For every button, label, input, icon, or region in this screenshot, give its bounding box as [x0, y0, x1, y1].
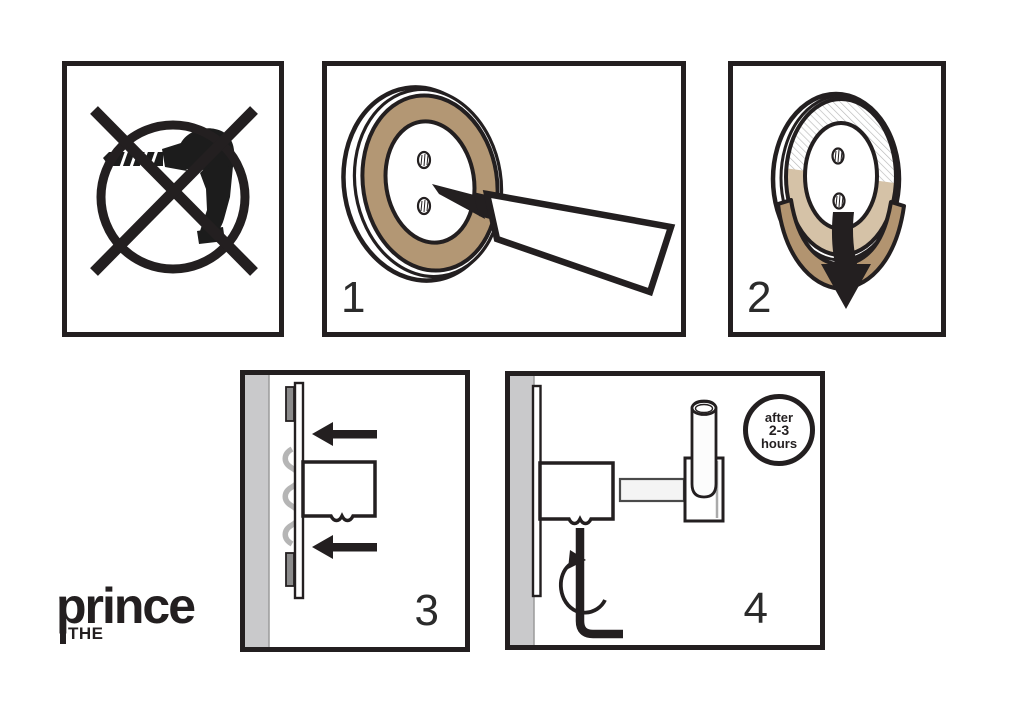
step-number: 3 — [414, 586, 439, 635]
adhesive-disc-icon — [341, 85, 504, 283]
glue-squiggle-icon — [282, 446, 302, 547]
badge-line: 2-3 — [768, 421, 790, 438]
base-block — [538, 461, 615, 526]
screw-hole-icon — [831, 147, 845, 165]
badge-line: hours — [760, 435, 798, 451]
step-number: 1 — [341, 273, 366, 322]
screw-hole-icon — [416, 196, 432, 216]
brand-prefix: THE — [60, 609, 194, 644]
allen-key-icon — [575, 528, 623, 639]
adhesive-pad-icon — [285, 386, 295, 422]
adhesive-pad-icon — [285, 552, 295, 587]
prohibition-cross-icon — [90, 106, 258, 276]
panel-no-drill — [62, 61, 284, 337]
hook-stem — [618, 477, 686, 503]
step-number: 4 — [743, 584, 768, 633]
after-hours-badge: after 2-3 hours — [743, 394, 815, 466]
glue-tube-icon — [432, 184, 676, 297]
step-number: 2 — [747, 273, 772, 322]
hook-body-icon — [683, 399, 725, 523]
badge-line: after — [764, 409, 794, 425]
panel-step-1: 1 — [322, 61, 686, 337]
panel-step-4: after 2-3 hours 4 — [505, 371, 825, 650]
panel-step-2: 2 — [728, 61, 946, 337]
peel-film-disc-icon — [770, 91, 906, 309]
screw-hole-icon — [416, 150, 432, 170]
brand-name: prince — [56, 578, 196, 634]
peeled-film-icon — [776, 198, 906, 291]
peel-arrow-icon — [821, 212, 871, 309]
panel-step-3: 3 — [240, 370, 470, 652]
screw-hole-icon — [832, 192, 846, 210]
press-arrow-icon — [312, 422, 377, 446]
prohibition-circle-icon — [96, 120, 250, 274]
brand-logo: prince THE — [56, 578, 196, 644]
no-drilling-icon — [90, 106, 258, 276]
wall-surface — [510, 376, 534, 645]
rotate-arrow-icon — [558, 550, 607, 615]
press-arrow-icon — [312, 535, 377, 559]
wall-surface — [245, 375, 269, 647]
base-block — [301, 460, 377, 523]
